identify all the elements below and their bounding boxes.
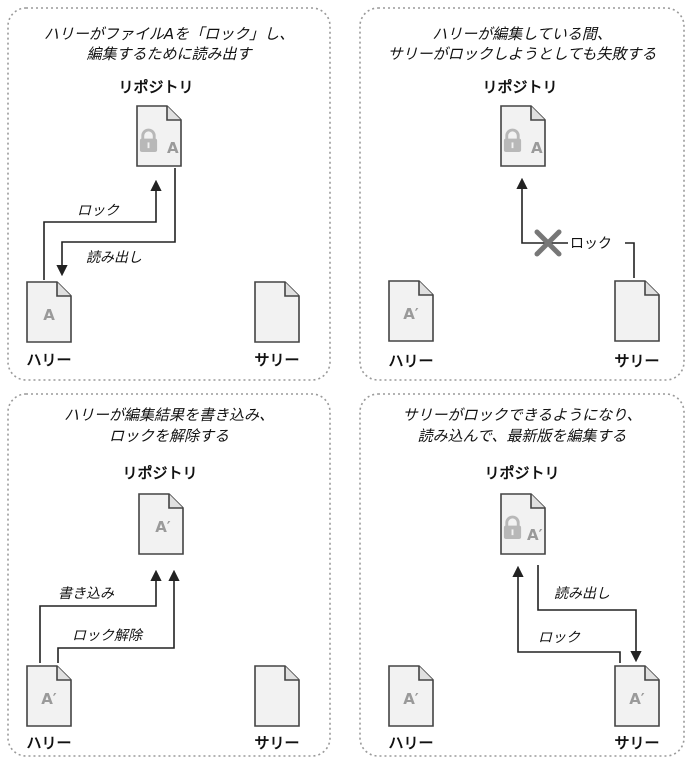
cross-icon xyxy=(534,229,562,257)
commit-arrow-label: 書き込み xyxy=(58,586,115,602)
document-version: A xyxy=(167,139,179,157)
sally-label: サリー xyxy=(254,351,299,369)
panel-caption: サリーがロックできるようになり、 xyxy=(402,406,641,424)
lock-arrow xyxy=(43,179,162,280)
repository-document-icon: A xyxy=(500,105,546,167)
repository-document-icon: A′ xyxy=(138,493,184,555)
panel-border xyxy=(7,393,331,757)
checkout-arrow-label: 読み出し xyxy=(554,586,610,602)
checkout-arrow xyxy=(537,565,642,663)
harry-document-icon: A xyxy=(26,281,72,343)
unlock-arrow xyxy=(57,569,180,663)
lock-arrow-label: ロック xyxy=(77,203,120,219)
commit-arrow xyxy=(39,569,162,663)
panel-caption: 読み込んで、最新版を編集する xyxy=(418,427,627,445)
repository-label: リポジトリ xyxy=(122,464,197,482)
panel-2: ハリーが編集している間、 サリーがロックしようとしても失敗する リポジトリ A … xyxy=(359,7,685,381)
sally-document-icon: A′ xyxy=(614,665,660,727)
harry-label: ハリー xyxy=(388,734,433,752)
lock-arrow xyxy=(512,565,621,663)
panel-caption: 編集するために読み出す xyxy=(86,45,253,63)
checkout-arrow-label: 読み出し xyxy=(86,250,142,266)
harry-label: ハリー xyxy=(388,352,433,370)
panel-caption: ハリーが編集結果を書き込み、 xyxy=(64,406,274,424)
panel-caption: ロックを解除する xyxy=(109,427,229,445)
failed-lock-arrow xyxy=(516,177,568,244)
panel-caption: ハリーがファイルAを「ロック」し、 xyxy=(44,25,294,43)
failed-lock-arrow xyxy=(625,242,635,278)
repository-document-icon: A′ xyxy=(500,493,546,555)
document-version: A′ xyxy=(155,518,171,536)
repository-label: リポジトリ xyxy=(484,464,559,482)
repository-document-icon: A xyxy=(136,105,182,167)
failed-lock-arrow-label: ロック xyxy=(570,236,612,252)
sally-document-icon xyxy=(254,665,300,727)
panel-4: サリーがロックできるようになり、 読み込んで、最新版を編集する リポジトリ A′… xyxy=(359,393,685,757)
document-version: A′ xyxy=(403,305,419,323)
sally-document-icon xyxy=(254,281,300,343)
panel-3: ハリーが編集結果を書き込み、 ロックを解除する リポジトリ A′ A′ ハリー … xyxy=(7,393,331,757)
panel-1: ハリーがファイルAを「ロック」し、 編集するために読み出す リポジトリ A A … xyxy=(7,7,331,381)
document-version: A xyxy=(43,306,55,324)
document-version: A′ xyxy=(629,690,645,708)
repository-label: リポジトリ xyxy=(482,78,557,96)
harry-label: ハリー xyxy=(26,734,71,752)
harry-document-icon: A′ xyxy=(388,665,434,727)
harry-label: ハリー xyxy=(26,351,71,369)
sally-label: サリー xyxy=(614,352,659,370)
unlock-arrow-label: ロック解除 xyxy=(72,628,144,644)
document-version: A′ xyxy=(527,526,543,544)
document-version: A′ xyxy=(403,690,419,708)
harry-document-icon: A′ xyxy=(388,280,434,342)
panel-caption: サリーがロックしようとしても失敗する xyxy=(388,45,657,63)
document-version: A′ xyxy=(41,690,57,708)
sally-label: サリー xyxy=(254,734,299,752)
checkout-arrow xyxy=(56,168,176,277)
document-version: A xyxy=(531,139,543,157)
lock-arrow-label: ロック xyxy=(538,630,581,646)
sally-document-icon xyxy=(614,280,660,342)
repository-label: リポジトリ xyxy=(118,78,193,96)
panel-caption: ハリーが編集している間、 xyxy=(432,25,612,43)
harry-document-icon: A′ xyxy=(26,665,72,727)
sally-label: サリー xyxy=(614,734,659,752)
panel-border xyxy=(7,7,331,381)
